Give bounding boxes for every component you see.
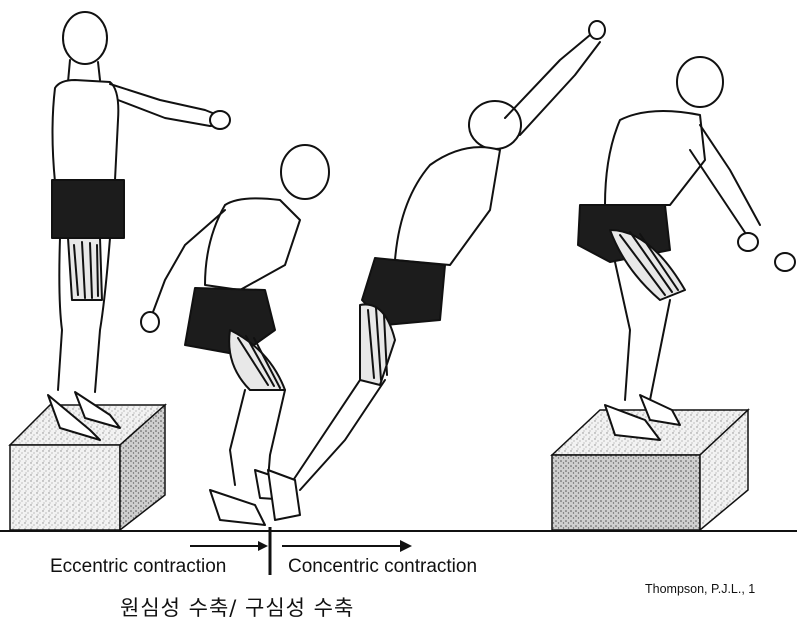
eccentric-arrow (190, 541, 268, 551)
concentric-contraction-label: Concentric contraction (288, 556, 477, 578)
athlete-figure-box-landing (578, 57, 795, 440)
left-box (10, 405, 165, 530)
athlete-figure-standing (48, 12, 230, 440)
citation-text: Thompson, P.J.L., 1 (645, 582, 755, 596)
athlete-figure-jumping (268, 21, 605, 520)
eccentric-contraction-label: Eccentric contraction (50, 556, 226, 578)
concentric-arrow (282, 540, 412, 552)
korean-caption: 원심성 수축/ 구심성 수축 (120, 592, 354, 622)
